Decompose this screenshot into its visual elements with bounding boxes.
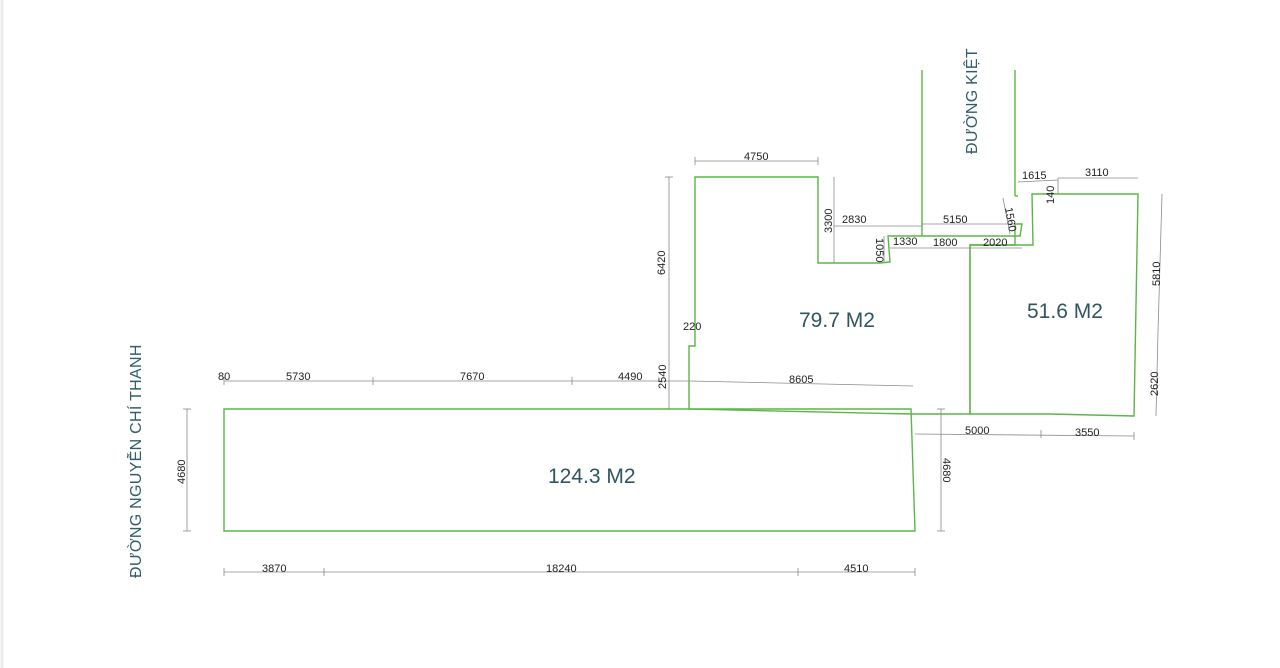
parcel-right [969,193,1139,417]
dim-label: 1800 [933,237,957,249]
dim-label: 3550 [1075,427,1099,439]
dim-label: 5810 [1151,262,1163,286]
dim-label: 2830 [842,214,866,226]
dim-label: 7670 [460,371,484,383]
dim-label: 1615 [1022,170,1046,182]
dim-label: 1560 [1002,206,1018,232]
area-label-large: 124.3 M2 [548,465,636,488]
street-label-nguyen-chi-thanh: ĐƯỜNG NGUYỄN CHÍ THANH [126,344,145,578]
dim-label: 2620 [1149,372,1161,396]
dim-label: 4490 [618,371,642,383]
parcel-middle [688,176,1023,415]
dim-label: 5000 [965,425,989,437]
dim-label: 3300 [823,209,835,233]
dim-label: 2020 [983,237,1007,249]
dim-label: 140 [1045,186,1057,204]
dim-label: 4510 [844,563,868,575]
dim-label: 3110 [1085,167,1109,179]
area-label-right: 51.6 M2 [1027,300,1103,323]
dim-label: 4750 [744,151,768,163]
dim-label: 2540 [657,365,669,389]
dim-label: 8605 [789,374,813,386]
street-label-kiet: ĐƯỜNG KIỆT [962,48,981,154]
dim-label: 5730 [286,371,310,383]
dim-label: 4680 [176,460,188,484]
dimension-lines [183,157,1163,576]
area-label-middle: 79.7 M2 [799,309,875,332]
dim-label: 5150 [943,214,967,226]
dim-label: 6420 [656,251,668,275]
dim-label: 1330 [893,236,917,248]
dim-label: 4680 [940,458,952,482]
dim-label: 18240 [546,563,577,575]
dim-label: 80 [218,371,230,383]
parcel-large [223,408,916,532]
dim-label: 220 [683,321,701,333]
dim-label: 1050 [873,238,885,262]
dim-label: 3870 [262,563,286,575]
access-road [921,70,1018,236]
